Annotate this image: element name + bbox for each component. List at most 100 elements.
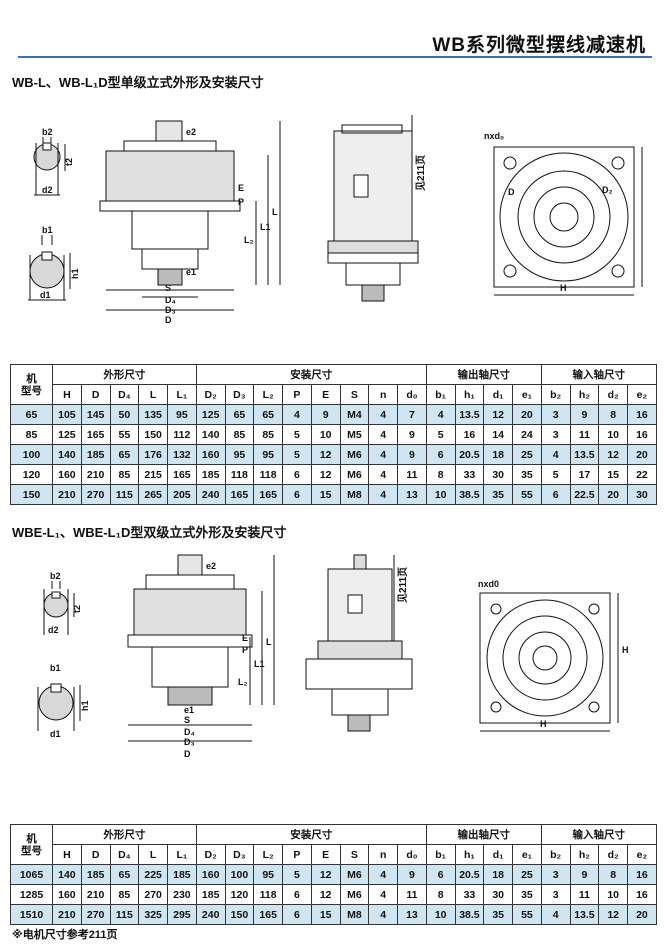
model-header-line1: 机 [26,372,37,385]
table-cell: 35 [483,904,514,925]
table-cell: 9 [397,444,427,465]
table-cell: 140 [195,424,226,445]
column-header: e₁ [512,844,542,865]
column-header: b₂ [540,384,571,405]
model-cell: 1510 [10,904,53,925]
table-cell: 55 [109,424,140,445]
table-cell: 9 [569,864,600,885]
table-cell: 11 [397,464,427,485]
table-cell: 17 [569,464,600,485]
table-cell: 120 [224,884,255,905]
table-cell: 9 [310,404,341,425]
table-cell: 20 [627,444,657,465]
table-cell: 65 [224,404,255,425]
front-elevation [127,554,275,742]
table-cell: 132 [167,444,197,465]
table-cell: 4 [368,484,399,505]
model-cell: 150 [10,484,53,505]
column-header: D₃ [224,844,255,865]
label-L2: L₂ [244,235,254,245]
flange-top-view [493,146,643,296]
table-cell: 6 [425,444,456,465]
label-S: S [165,283,171,293]
page-header: WB系列微型摆线减速机 [0,0,666,58]
table-cell: 210 [80,884,111,905]
table-cell: 10 [425,904,456,925]
table-cell: 115 [109,904,140,925]
table-cell: 20.5 [454,864,485,885]
label-b1: b1 [42,225,53,235]
column-header: L [138,844,168,865]
table-cell: 160 [52,884,82,905]
column-header: d₀ [397,844,427,865]
label-d2: d2 [42,185,53,195]
column-header: H [52,844,82,865]
model-cell: 85 [10,424,53,445]
table-cell: 14 [483,424,514,445]
group-header: 安装尺寸 [195,364,427,385]
column-header: D₄ [109,844,140,865]
table-cell: 5 [282,424,312,445]
column-header: h₁ [454,384,485,405]
label-b1: b1 [50,663,61,673]
table-cell: 165 [80,424,111,445]
table-cell: 13 [397,484,427,505]
column-header: D [80,844,111,865]
label-h1: h1 [70,268,80,279]
column-header: b₂ [540,844,571,865]
table-cell: 325 [138,904,168,925]
table-cell: 30 [483,464,514,485]
table-cell: 7 [397,404,427,425]
table-cell: 22.5 [569,484,600,505]
table-cell: 33 [454,884,485,905]
table-cell: 6 [540,484,571,505]
table-cell: 95 [224,444,255,465]
section1-title: WB-L、WB-L₁D型单级立式外形及安装尺寸 [12,75,264,90]
label-H: H [560,283,567,293]
model-cell: 100 [10,444,53,465]
table-cell: 30 [627,484,657,505]
label-P: P [242,645,248,655]
table-cell: 270 [80,484,111,505]
table-cell: 185 [167,864,197,885]
model-cell: 120 [10,464,53,485]
table-cell: 4 [368,404,399,425]
label-L: L [266,637,272,647]
label-E: E [242,633,248,643]
table-cell: 85 [109,884,140,905]
label-d1: d1 [40,290,51,300]
column-header: P [282,844,312,865]
table-cell: 16 [627,424,657,445]
table-cell: 6 [282,484,312,505]
table-cell: M6 [339,864,370,885]
column-header: h₂ [569,384,600,405]
table-cell: 5 [540,464,571,485]
table-cell: 12 [310,444,341,465]
table-cell: 35 [512,464,542,485]
column-header: e₂ [627,384,657,405]
column-header: L₂ [253,384,284,405]
label-e1: e1 [186,267,196,277]
table-cell: M6 [339,464,370,485]
table-cell: 140 [52,864,82,885]
table-cell: 20 [627,904,657,925]
table-cell: 10 [425,484,456,505]
table-cell: 145 [80,404,111,425]
table-cell: 16 [454,424,485,445]
table-cell: 225 [138,864,168,885]
table-cell: 6 [282,464,312,485]
table-cell: 12 [310,864,341,885]
table-cell: 13.5 [454,404,485,425]
label-H: H [540,719,547,729]
table-cell: 150 [138,424,168,445]
label-L1: L1 [260,222,271,232]
table-cell: 270 [138,884,168,905]
table-cell: 12 [310,884,341,905]
label-see-page: 见211页 [415,155,427,191]
label-D3: D₃ [165,305,176,315]
column-header: d₁ [483,384,514,405]
column-header: b₁ [425,844,456,865]
label-L: L [272,207,278,217]
